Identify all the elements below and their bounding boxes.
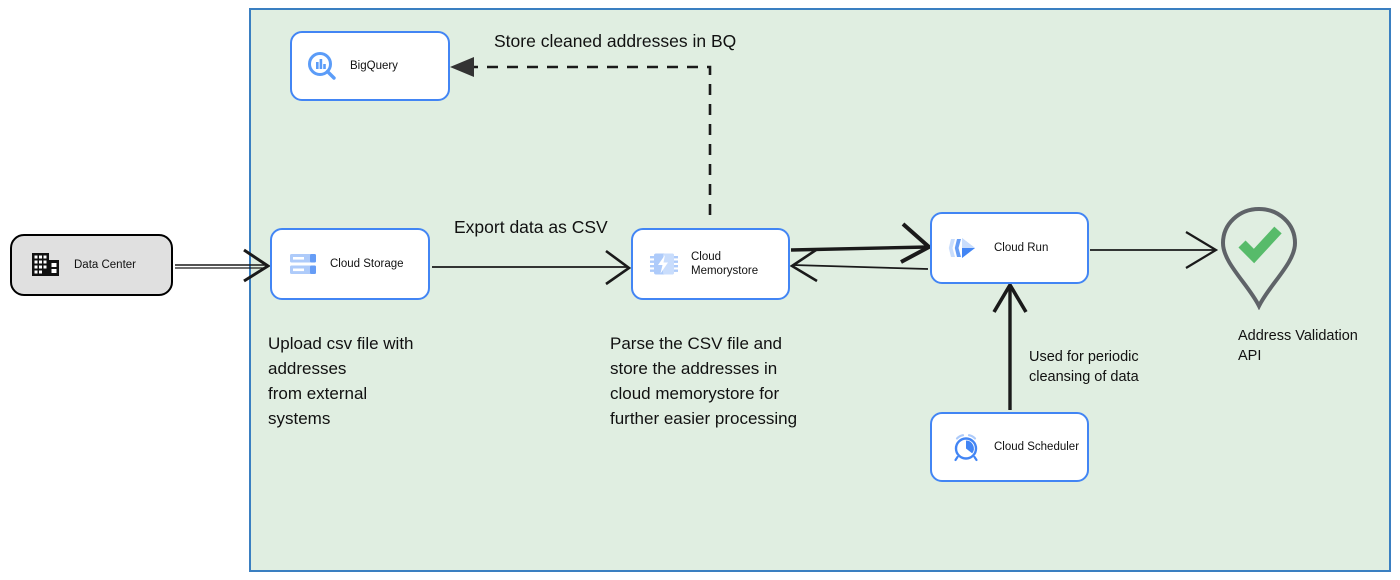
node-label-address-validation-api: Address Validation API [1238,328,1358,364]
node-bigquery[interactable]: BigQuery [290,31,450,101]
node-label-bigquery: BigQuery [350,59,398,72]
annotation-parse: Parse the CSV file and store the address… [610,334,798,428]
node-address-validation-api[interactable] [1218,206,1300,311]
cloud-storage-icon [288,249,318,279]
edge-label-periodic: Used for periodic cleansing of data [1029,349,1139,385]
node-label-cloud-memorystore: Cloud Memorystore [691,250,759,277]
node-label-cloud-run: Cloud Run [994,241,1049,254]
edge-label-export-csv: Export data as CSV [454,217,608,237]
bigquery-icon [306,50,338,82]
node-label-cloud-scheduler: Cloud Scheduler [994,440,1080,453]
node-data-center[interactable]: Data Center [10,234,173,296]
edge-label-store-cleaned: Store cleaned addresses in BQ [494,31,737,51]
node-cloud-run[interactable]: Cloud Run [930,212,1089,284]
cloud-run-icon [948,232,980,264]
node-label-cloud-storage: Cloud Storage [330,257,404,270]
cloud-scheduler-icon [950,431,982,463]
node-label-data-center: Data Center [74,258,137,271]
node-cloud-memorystore[interactable]: Cloud Memorystore [631,228,790,300]
data-center-icon [30,252,60,278]
node-cloud-storage[interactable]: Cloud Storage [270,228,430,300]
node-cloud-scheduler[interactable]: Cloud Scheduler [930,412,1089,482]
cloud-zone-container [249,8,1391,572]
map-pin-check-icon [1220,206,1298,311]
cloud-memorystore-icon [649,249,679,279]
annotation-upload: Upload csv file with addresses from exte… [268,334,414,428]
